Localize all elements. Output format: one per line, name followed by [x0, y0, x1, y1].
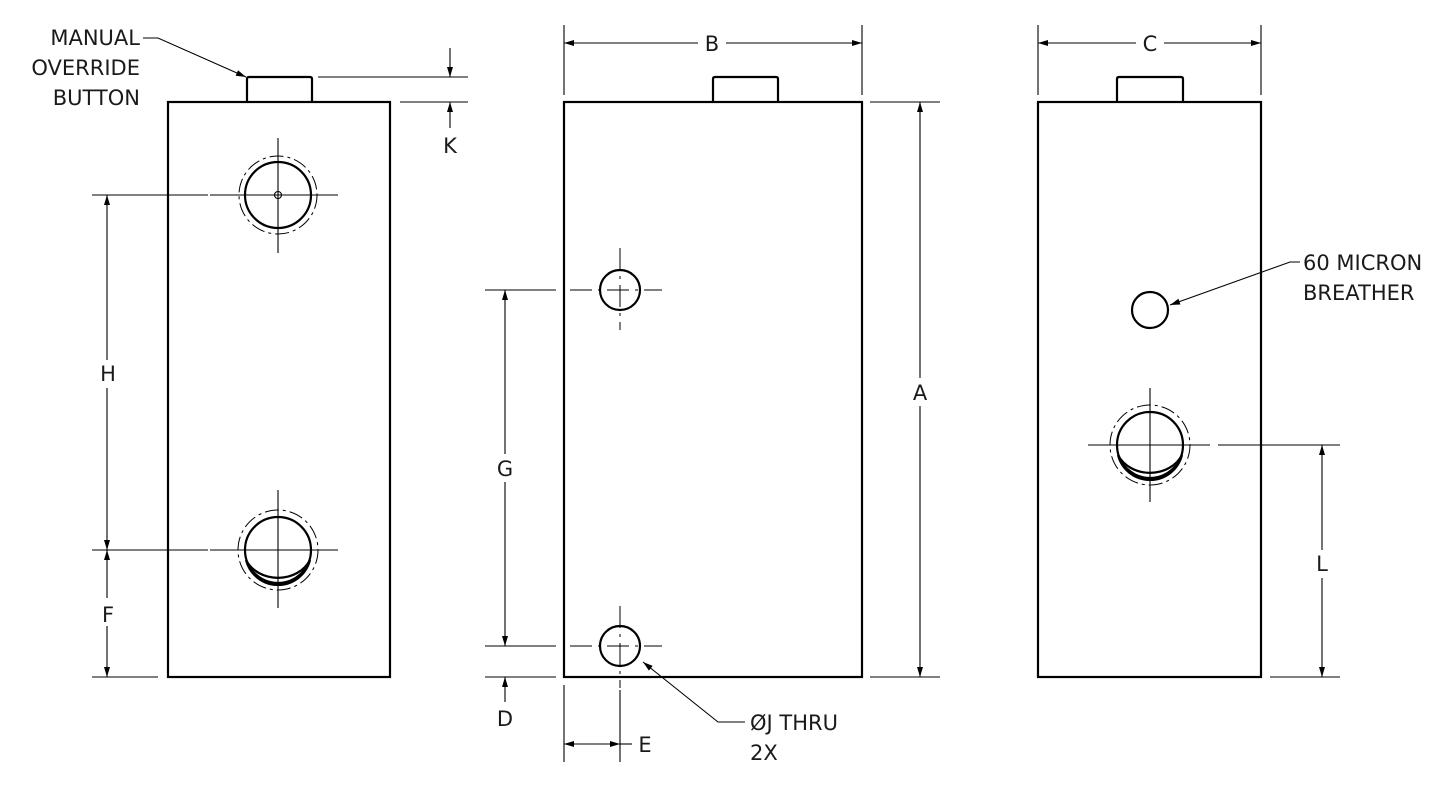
top-port [210, 138, 338, 253]
valve-body [562, 100, 864, 679]
breather-label-2: BREATHER [1303, 281, 1414, 305]
dim-G-label: G [497, 457, 513, 481]
dim-E-label: E [638, 733, 651, 757]
breather [1130, 290, 1170, 330]
dim-F-label: F [102, 603, 114, 627]
manual-override-label-2: OVERRIDE [31, 56, 140, 80]
bottom-port [210, 490, 338, 608]
dim-C-label: C [1143, 32, 1158, 56]
manual-override-label-1: MANUAL [50, 26, 140, 50]
dim-A-label: A [913, 381, 928, 405]
thru-hole-label-1: ØJ THRU [750, 711, 838, 735]
dim-B-label: B [705, 32, 719, 56]
side-view: C L 60 MICRON BREATHER [1036, 25, 1422, 679]
manual-override-button [1115, 75, 1185, 102]
dim-D-label: D [497, 707, 513, 731]
manual-override-label-3: BUTTON [53, 86, 140, 110]
manual-override-button [711, 75, 780, 102]
side-port [1088, 388, 1210, 502]
manual-override-button [245, 75, 314, 102]
valve-body [166, 100, 392, 679]
dim-K-label: K [443, 134, 458, 158]
mounting-hole-bottom [570, 606, 662, 688]
valve-body [1036, 100, 1263, 679]
dim-L-label: L [1316, 552, 1328, 576]
front-view: B A G D E ØJ THRU 2X [485, 25, 940, 765]
breather-label-1: 60 MICRON [1303, 251, 1422, 275]
dim-H-label: H [100, 362, 116, 386]
thru-hole-label-2: 2X [750, 741, 778, 765]
mounting-hole-top [570, 248, 662, 330]
left-view: K H F MANUAL OVERRIDE BUTTON [31, 26, 468, 679]
